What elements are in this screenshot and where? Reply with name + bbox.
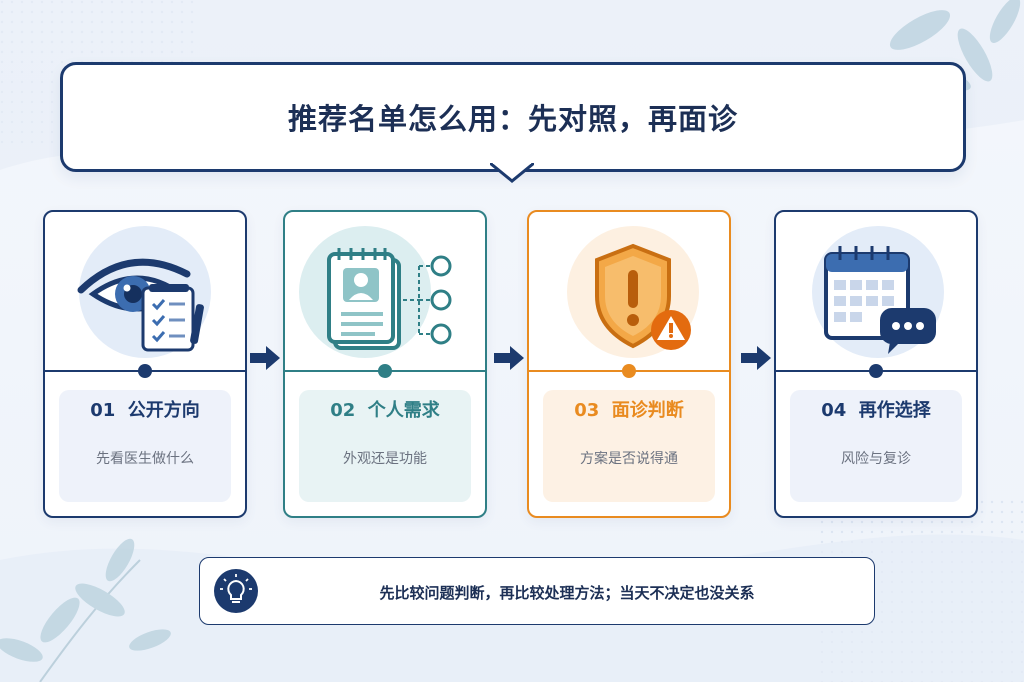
timeline-dot <box>622 364 636 378</box>
timeline-dot <box>869 364 883 378</box>
page-title: 推荐名单怎么用：先对照，再面诊 <box>287 102 738 136</box>
step-card-1: 01 公开方向 先看医生做什么 <box>43 210 247 518</box>
title-banner: 推荐名单怎么用：先对照，再面诊 <box>60 62 966 172</box>
warning-shield-icon <box>529 224 729 360</box>
profile-notebook-icon <box>285 224 485 360</box>
arrow-right-icon <box>494 346 524 370</box>
tip-banner: 先比较问题判断，再比较处理方法；当天不决定也没关系 <box>199 557 875 625</box>
timeline-dot <box>138 364 152 378</box>
step-label: 面诊判断 <box>611 400 684 421</box>
step-number: 03 <box>574 400 600 421</box>
step-number: 02 <box>330 400 356 421</box>
step-card-3: 03 面诊判断 方案是否说得通 <box>527 210 731 518</box>
step-label: 公开方向 <box>127 400 200 421</box>
step-label: 个人需求 <box>367 400 440 421</box>
card-panel <box>543 390 715 502</box>
eye-clipboard-icon <box>45 224 245 360</box>
step-title: 02 个人需求 <box>285 396 485 422</box>
arrow-right-icon <box>741 346 771 370</box>
step-card-4: 04 再作选择 风险与复诊 <box>774 210 978 518</box>
leaf-decoration-bottom-left <box>0 538 171 682</box>
title-pointer <box>490 163 534 183</box>
card-panel <box>59 390 231 502</box>
step-number: 01 <box>90 400 116 421</box>
card-panel <box>299 390 471 502</box>
timeline-dot <box>378 364 392 378</box>
tip-text: 先比较问题判断，再比较处理方法；当天不决定也没关系 <box>379 584 755 602</box>
step-description: 先看医生做什么 <box>96 451 194 467</box>
step-number: 04 <box>821 400 847 421</box>
step-description: 外观还是功能 <box>343 451 427 467</box>
step-description: 风险与复诊 <box>841 451 911 467</box>
arrow-right-icon <box>250 346 280 370</box>
step-title: 04 再作选择 <box>776 396 976 422</box>
card-panel <box>790 390 962 502</box>
calendar-chat-icon <box>776 224 976 360</box>
step-title: 03 面诊判断 <box>529 396 729 422</box>
step-card-2: 02 个人需求 外观还是功能 <box>283 210 487 518</box>
step-label: 再作选择 <box>858 400 931 421</box>
step-title: 01 公开方向 <box>45 396 245 422</box>
step-description: 方案是否说得通 <box>580 451 678 467</box>
lightbulb-icon <box>214 569 258 613</box>
